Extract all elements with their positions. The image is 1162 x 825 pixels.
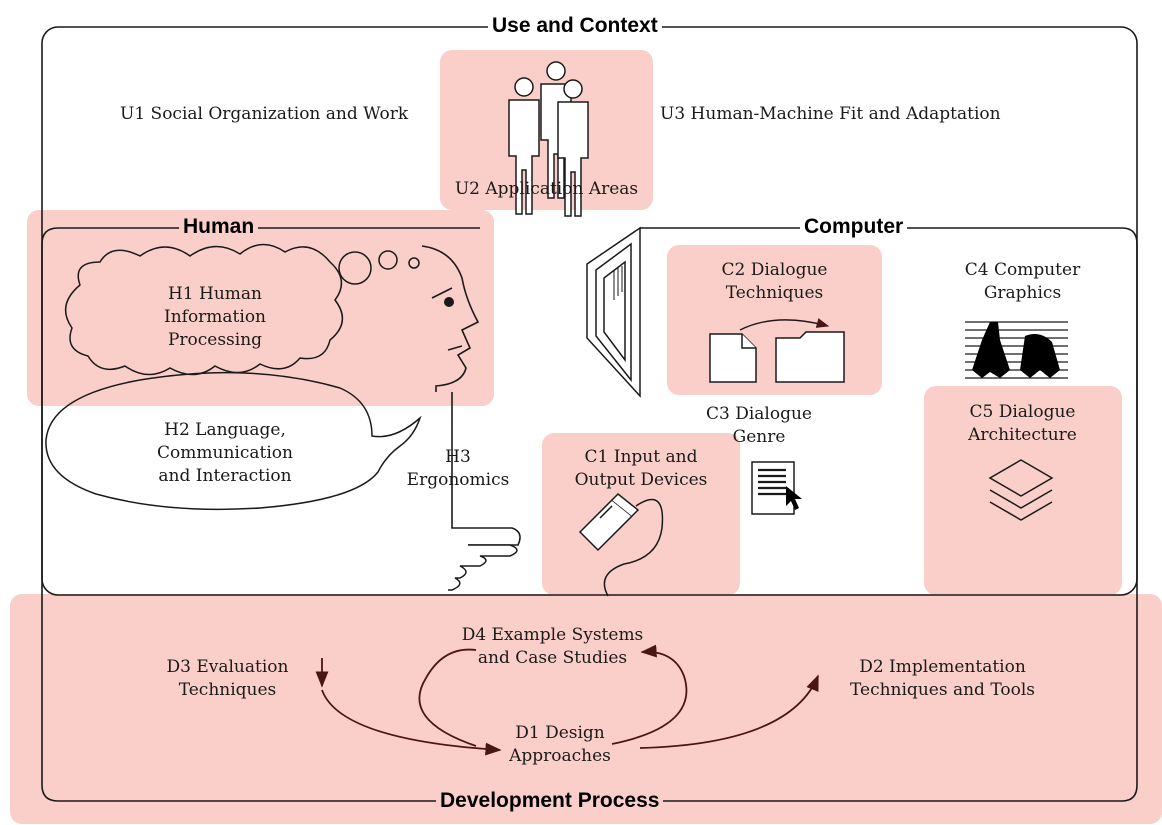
development-panel [10, 594, 1162, 824]
process-arrows [315, 644, 819, 756]
c5-panel [924, 386, 1122, 595]
arrow-d3-to-d1 [321, 689, 502, 756]
label-c1: C1 Input and Output Devices [574, 447, 708, 490]
label-d3: D3 Evaluation Techniques [166, 657, 289, 700]
mouse-device-icon [578, 492, 664, 597]
thought-cloud [64, 243, 344, 376]
computer-graphics-icon [965, 321, 1068, 379]
label-u1: U1 Social Organization and Work [120, 104, 409, 124]
speech-bubble [45, 371, 422, 511]
label-c5: C5 Dialogue Architecture [968, 402, 1077, 445]
section-human: Human [179, 214, 259, 240]
thought-bubbles [338, 250, 420, 285]
monitor-scroll [613, 266, 623, 300]
pointing-hand-icon [448, 544, 518, 591]
architecture-layers-icon [988, 459, 1054, 521]
label-h1: H1 Human Information Processing [163, 284, 267, 350]
label-h2: H2 Language, Communication and Interacti… [157, 420, 293, 486]
label-d4: D4 Example Systems and Case Studies [461, 625, 644, 668]
dialogue-documents-icon [709, 331, 845, 383]
section-use-context: Use and Context [488, 13, 662, 39]
section-computer: Computer [800, 214, 908, 240]
h1-panel [27, 210, 494, 406]
label-d1: D1 Design Approaches [509, 723, 611, 766]
label-u2: U2 Application Areas [454, 179, 639, 199]
highlight-panels [10, 50, 1162, 824]
genre-document-icon [751, 461, 802, 515]
arrow-d1-to-d2 [639, 674, 819, 749]
face-profile [421, 245, 521, 546]
computer-frame-line [640, 227, 1138, 595]
human-frame-line [41, 227, 480, 595]
monitor-icon [586, 226, 641, 398]
arrow-d4-loop-left [418, 648, 477, 747]
label-u3: U3 Human-Machine Fit and Adaptation [660, 104, 1001, 124]
section-development: Development Process [436, 788, 664, 814]
label-h3: H3 Ergonomics [406, 447, 510, 490]
transfer-arrow [739, 318, 830, 331]
c1-panel [542, 433, 740, 595]
label-c3: C3 Dialogue Genre [706, 404, 812, 447]
face-eye [444, 297, 454, 307]
label-c4: C4 Computer Graphics [964, 260, 1081, 303]
label-d2: D2 Implementation Techniques and Tools [850, 657, 1035, 700]
label-c2: C2 Dialogue Techniques [721, 260, 828, 303]
people-icon [508, 61, 589, 217]
arrow-d4-loop-right [611, 644, 688, 745]
